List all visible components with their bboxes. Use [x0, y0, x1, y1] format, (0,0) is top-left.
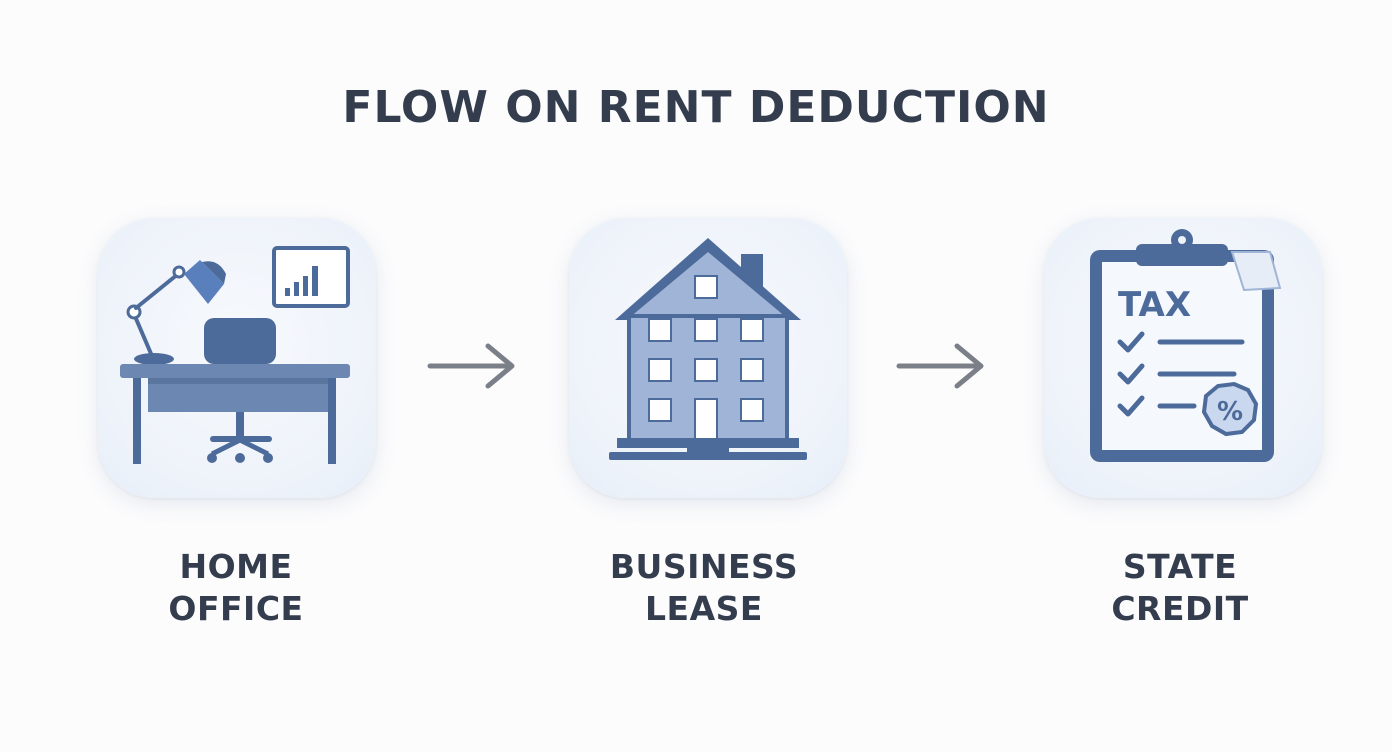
- step-label-line: STATE: [1122, 547, 1238, 586]
- clipboard-tax-text: TAX: [1118, 285, 1191, 325]
- step-tile-home-office: [98, 218, 376, 498]
- tax-clipboard-icon: TAX %: [1090, 229, 1282, 462]
- step-label-business-lease: BUSINESS LEASE: [554, 546, 854, 630]
- step-label-line: HOME: [179, 547, 293, 586]
- step-label-line: OFFICE: [168, 589, 304, 628]
- badge-percent-text: %: [1217, 397, 1243, 427]
- step-label-state-credit: STATE CREDIT: [1030, 546, 1330, 630]
- diagram-title: FLOW ON RENT DEDUCTION: [342, 82, 1050, 133]
- step-label-line: BUSINESS: [609, 547, 799, 586]
- step-tile-business-lease: [569, 218, 847, 498]
- step-label-line: CREDIT: [1111, 589, 1249, 628]
- step-tile-state-credit: TAX %: [1044, 218, 1322, 498]
- percent-badge-icon: %: [1201, 381, 1259, 437]
- step-label-line: LEASE: [645, 589, 763, 628]
- home-office-desk-icon: [120, 246, 350, 464]
- arrow-right-icon: [427, 343, 515, 389]
- arrow-right-icon: [896, 343, 984, 389]
- building-icon: [609, 238, 807, 460]
- step-label-home-office: HOME OFFICE: [86, 546, 386, 630]
